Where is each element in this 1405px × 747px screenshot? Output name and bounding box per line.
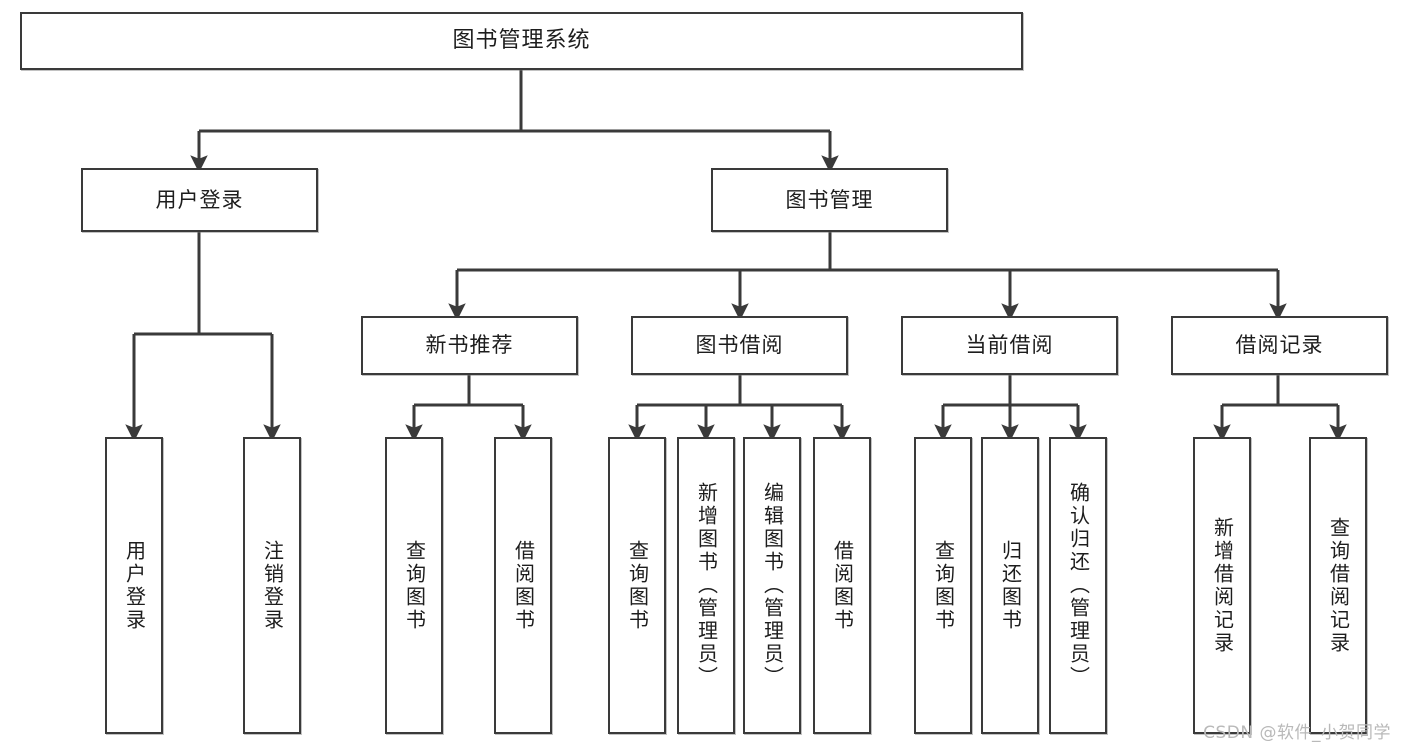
watermark: CSDN @软件_小贺同学 xyxy=(1203,723,1391,743)
node-leaf-user-login[interactable]: 用户登录 xyxy=(105,437,163,734)
node-leaf-borrow-book-1[interactable]: 借阅图书 xyxy=(494,437,552,734)
node-new-book-recommend-label: 新书推荐 xyxy=(425,333,514,358)
node-leaf-edit-book[interactable]: 编辑图书（管理员） xyxy=(743,437,801,734)
node-leaf-add-record-label: 新增借阅记录 xyxy=(1210,516,1235,655)
node-borrow-record[interactable]: 借阅记录 xyxy=(1171,316,1388,375)
node-leaf-return-book-label: 归还图书 xyxy=(998,539,1023,632)
node-leaf-query-book-3-label: 查询图书 xyxy=(931,539,956,632)
node-leaf-borrow-book-1-label: 借阅图书 xyxy=(511,539,536,632)
node-leaf-add-book-label: 新增图书（管理员） xyxy=(694,482,719,689)
node-leaf-query-book-1[interactable]: 查询图书 xyxy=(385,437,443,734)
node-leaf-query-record-label: 查询借阅记录 xyxy=(1326,516,1351,655)
node-leaf-borrow-book-2-label: 借阅图书 xyxy=(830,539,855,632)
node-root-label: 图书管理系统 xyxy=(452,28,591,54)
node-book-borrow[interactable]: 图书借阅 xyxy=(631,316,848,375)
node-leaf-add-book[interactable]: 新增图书（管理员） xyxy=(677,437,735,734)
node-leaf-query-book-2-label: 查询图书 xyxy=(625,539,650,632)
node-leaf-logout-login-label: 注销登录 xyxy=(260,539,285,632)
node-leaf-logout-login[interactable]: 注销登录 xyxy=(243,437,301,734)
node-leaf-query-book-1-label: 查询图书 xyxy=(402,539,427,632)
node-leaf-borrow-book-2[interactable]: 借阅图书 xyxy=(813,437,871,734)
node-leaf-query-book-3[interactable]: 查询图书 xyxy=(914,437,972,734)
node-book-management[interactable]: 图书管理 xyxy=(711,168,948,232)
node-leaf-return-book[interactable]: 归还图书 xyxy=(981,437,1039,734)
node-root[interactable]: 图书管理系统 xyxy=(20,12,1023,70)
node-borrow-record-label: 借阅记录 xyxy=(1235,333,1324,358)
node-leaf-query-record[interactable]: 查询借阅记录 xyxy=(1309,437,1367,734)
node-leaf-confirm-return-label: 确认归还（管理员） xyxy=(1066,482,1091,689)
node-book-borrow-label: 图书借阅 xyxy=(695,333,784,358)
node-leaf-edit-book-label: 编辑图书（管理员） xyxy=(760,482,785,689)
node-leaf-add-record[interactable]: 新增借阅记录 xyxy=(1193,437,1251,734)
node-current-borrow[interactable]: 当前借阅 xyxy=(901,316,1118,375)
node-leaf-confirm-return[interactable]: 确认归还（管理员） xyxy=(1049,437,1107,734)
node-user-login[interactable]: 用户登录 xyxy=(81,168,318,232)
node-current-borrow-label: 当前借阅 xyxy=(965,333,1054,358)
node-user-login-label: 用户登录 xyxy=(155,187,244,212)
node-new-book-recommend[interactable]: 新书推荐 xyxy=(361,316,578,375)
node-book-management-label: 图书管理 xyxy=(785,187,874,212)
node-leaf-query-book-2[interactable]: 查询图书 xyxy=(608,437,666,734)
node-leaf-user-login-label: 用户登录 xyxy=(122,539,147,632)
